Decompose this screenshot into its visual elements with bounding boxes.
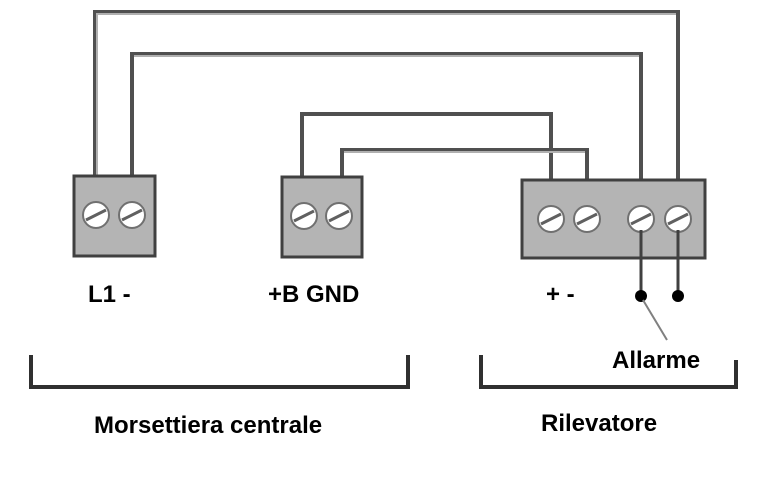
screw-slot	[576, 212, 598, 226]
bracket-central	[29, 355, 410, 389]
screw-slot	[85, 208, 107, 222]
label-detector-power: + -	[546, 281, 575, 308]
screw-slot	[328, 209, 350, 223]
label-central-power: +B GND	[268, 281, 360, 308]
alarm-contact-b	[672, 290, 684, 302]
alarm-contact-a	[635, 290, 647, 302]
screw-slot	[630, 212, 652, 226]
screw-slot	[667, 212, 689, 226]
wire-plus-b	[300, 112, 553, 218]
alarm-switch	[642, 299, 668, 341]
screw-slot	[540, 212, 562, 226]
label-central: Morsettiera centrale	[94, 412, 323, 439]
label-l1: L1 -	[88, 281, 131, 308]
wire-minus-alarm-a	[130, 52, 643, 218]
wire-l1-alarm-b	[93, 10, 680, 218]
bracket-detector	[479, 355, 738, 389]
label-detector: Rilevatore	[541, 410, 658, 437]
label-alarm: Allarme	[612, 347, 701, 374]
screw-slot	[293, 209, 315, 223]
screw-slot	[121, 208, 143, 222]
